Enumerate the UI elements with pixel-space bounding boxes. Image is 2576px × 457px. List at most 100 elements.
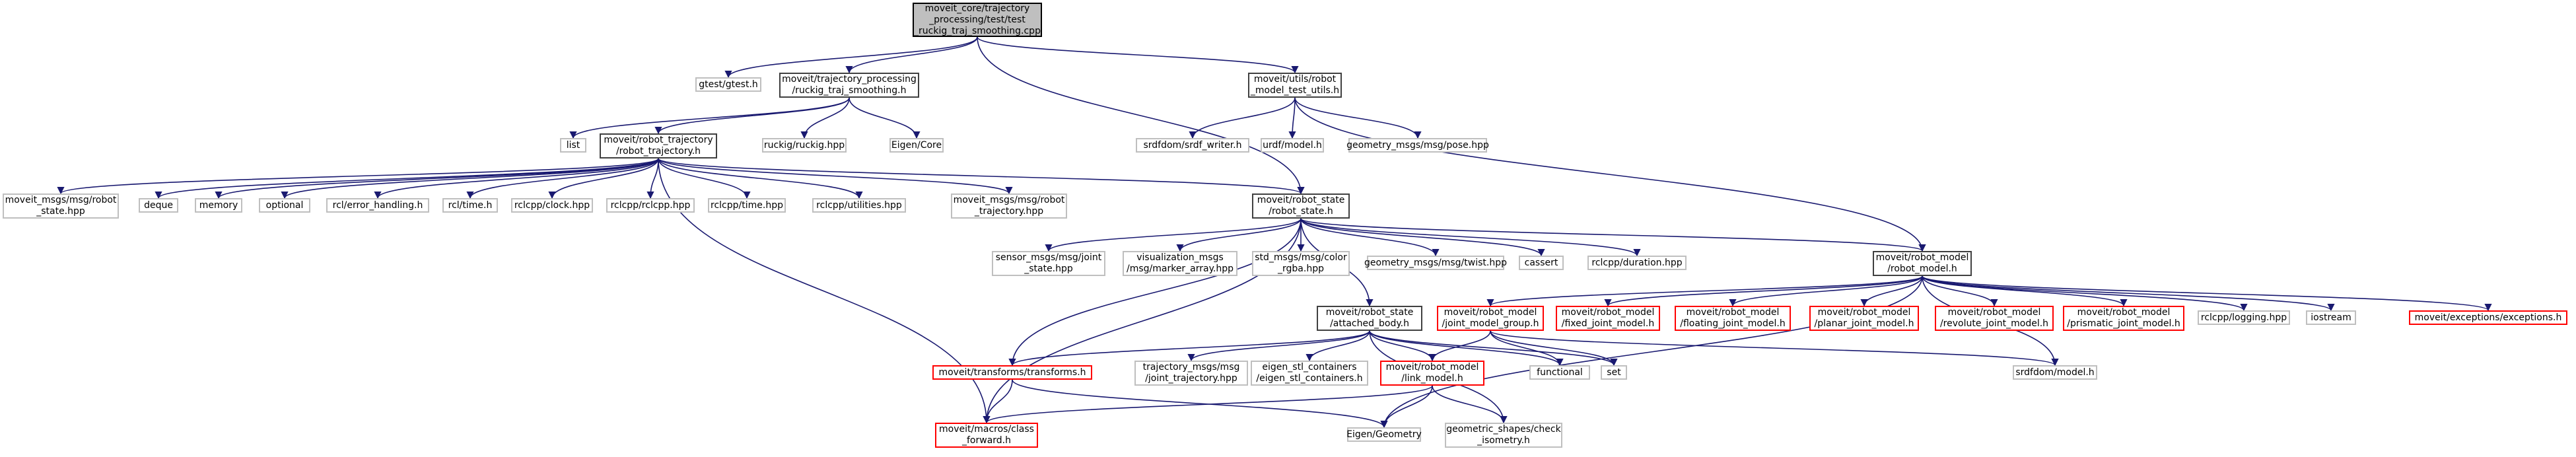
node-logging[interactable]: rclcpp/logging.hpp	[2198, 310, 2290, 325]
node-link-model[interactable]: moveit/robot_model/link_model.h	[1380, 361, 1484, 386]
node-rclcpp-time[interactable]: rclcpp/time.hpp	[708, 198, 786, 213]
node-srdf-writer[interactable]: srdfdom/srdf_writer.h	[1136, 138, 1249, 153]
node-eigen-core[interactable]: Eigen/Core	[889, 138, 944, 153]
node-srdf-model[interactable]: srdfdom/model.h	[2013, 365, 2097, 380]
node-rcl-time[interactable]: rcl/time.h	[442, 198, 498, 213]
node-label-line: moveit/robot_model	[1444, 307, 1537, 318]
node-color-rgba[interactable]: std_msgs/msg/color_rgba.hpp	[1252, 251, 1350, 276]
node-optional[interactable]: optional	[259, 198, 310, 213]
node-label-line: /revolute_joint_model.h	[1939, 318, 2049, 329]
node-joint-state[interactable]: sensor_msgs/msg/joint_state.hpp	[992, 251, 1105, 276]
node-class-forward[interactable]: moveit/macros/class_forward.h	[935, 423, 1038, 448]
node-label-line: moveit/robot_model	[1385, 362, 1479, 372]
edge-robot-model-to-planar-joint	[1860, 275, 1923, 307]
node-memory[interactable]: memory	[195, 198, 242, 213]
node-label-line: rclcpp/duration.hpp	[1591, 257, 1683, 268]
edge-test-utils-to-srdf-writer	[1189, 97, 1296, 139]
node-label-line: srdfdom/srdf_writer.h	[1143, 139, 1242, 151]
edge-robot-model-to-exceptions	[1922, 275, 2492, 312]
node-marker-array[interactable]: visualization_msgs/msg/marker_array.hpp	[1123, 251, 1237, 276]
edge-robot-trajectory-to-robot-state	[658, 158, 1305, 195]
node-check-isometry[interactable]: geometric_shapes/check_isometry.h	[1445, 423, 1562, 448]
node-test-utils[interactable]: moveit/utils/robot_model_test_utils.h	[1248, 73, 1342, 98]
node-ruckig-smoothing[interactable]: moveit/trajectory_processing/ruckig_traj…	[779, 73, 919, 98]
node-rcl-error[interactable]: rcl/error_handling.h	[326, 198, 429, 213]
node-eigen-stl[interactable]: eigen_stl_containers/eigen_stl_container…	[1251, 361, 1368, 386]
node-ruckig[interactable]: ruckig/ruckig.hpp	[762, 138, 847, 153]
node-label-line: /joint_model_group.h	[1442, 318, 1539, 329]
edge-joint-model-group-to-functional	[1490, 330, 1564, 367]
node-label-line: moveit_msgs/msg/robot	[5, 195, 117, 205]
edge-robot-trajectory-to-rclcpp-time	[658, 158, 751, 199]
edge-robot-trajectory-to-robot-state-msg	[57, 158, 659, 195]
node-label-line: visualization_msgs	[1136, 252, 1224, 263]
node-fixed-joint[interactable]: moveit/robot_model/fixed_joint_model.h	[1556, 306, 1660, 331]
node-joint-model-group[interactable]: moveit/robot_model/joint_model_group.h	[1437, 306, 1544, 331]
node-rclcpp-clock[interactable]: rclcpp/clock.hpp	[511, 198, 593, 213]
node-root[interactable]: moveit_core/trajectory_processing/test/t…	[913, 3, 1042, 37]
edge-root-to-robot-state	[977, 36, 1305, 195]
edge-robot-state-to-joint-state	[1045, 218, 1302, 252]
node-functional[interactable]: functional	[1529, 365, 1590, 380]
node-label-line: rclcpp/logging.hpp	[2200, 312, 2287, 323]
edge-robot-trajectory-to-robot-traj-msg	[658, 158, 1013, 195]
node-label-line: moveit/exceptions/exceptions.h	[2414, 312, 2562, 323]
node-list[interactable]: list	[560, 138, 586, 153]
node-iostream[interactable]: iostream	[2306, 310, 2356, 325]
node-transforms[interactable]: moveit/transforms/transforms.h	[932, 365, 1092, 380]
edge-robot-state-to-duration	[1300, 218, 1641, 257]
node-label-line: moveit/macros/class	[939, 424, 1034, 435]
node-robot-trajectory[interactable]: moveit/robot_trajectory/robot_trajectory…	[600, 133, 717, 158]
edge-robot-state-to-transforms	[1008, 218, 1302, 367]
edge-ruckig-smoothing-to-list	[569, 97, 850, 139]
node-robot-model[interactable]: moveit/robot_model/robot_model.h	[1873, 251, 1972, 276]
node-robot-state-msg[interactable]: moveit_msgs/msg/robot_state.hpp	[3, 193, 119, 219]
edge-test-utils-to-pose	[1294, 97, 1422, 139]
node-deque[interactable]: deque	[139, 198, 178, 213]
edge-robot-trajectory-to-rcl-error	[374, 158, 659, 199]
node-revolute-joint[interactable]: moveit/robot_model/revolute_joint_model.…	[1935, 306, 2054, 331]
node-robot-traj-msg[interactable]: moveit_msgs/msg/robot_trajectory.hpp	[951, 193, 1067, 219]
node-label-line: moveit/robot_state	[1325, 307, 1414, 318]
node-label-line: _state.hpp	[36, 206, 85, 217]
edge-root-to-test-utils	[977, 36, 1299, 74]
node-floating-joint[interactable]: moveit/robot_model/floating_joint_model.…	[1675, 306, 1791, 331]
node-label-line: rcl/error_handling.h	[332, 199, 423, 211]
node-label-line: cassert	[1524, 257, 1558, 268]
node-gtest[interactable]: gtest/gtest.h	[695, 77, 761, 92]
node-attached-body[interactable]: moveit/robot_state/attached_body.h	[1317, 306, 1422, 331]
node-label-line: rclcpp/time.hpp	[711, 199, 783, 211]
node-rclcpp-utilities[interactable]: rclcpp/utilities.hpp	[812, 198, 906, 213]
node-robot-state[interactable]: moveit/robot_state/robot_state.h	[1252, 193, 1350, 219]
node-label-line: urdf/model.h	[1263, 139, 1322, 151]
node-eigen-geometry[interactable]: Eigen/Geometry	[1346, 427, 1422, 442]
node-duration[interactable]: rclcpp/duration.hpp	[1587, 256, 1687, 270]
node-label-line: moveit/robot_trajectory	[604, 135, 713, 145]
edge-ruckig-smoothing-to-eigen-core	[849, 97, 921, 139]
node-label-line: moveit/robot_model	[1686, 307, 1780, 318]
node-twist[interactable]: geometry_msgs/msg/twist.hpp	[1364, 256, 1507, 270]
node-label-line: Eigen/Core	[891, 139, 942, 151]
node-exceptions[interactable]: moveit/exceptions/exceptions.h	[2409, 310, 2567, 325]
edge-robot-model-to-eigen-geometry	[1380, 275, 1923, 429]
node-set[interactable]: set	[1601, 365, 1627, 380]
node-label-line: _processing/test/test	[929, 14, 1026, 25]
node-joint-traj[interactable]: trajectory_msgs/msg/joint_trajectory.hpp	[1134, 361, 1248, 386]
node-label-line: deque	[144, 199, 173, 211]
node-prismatic-joint[interactable]: moveit/robot_model/prismatic_joint_model…	[2063, 306, 2184, 331]
edge-robot-trajectory-to-rclcpp-clock	[548, 158, 659, 199]
node-pose[interactable]: geometry_msgs/msg/pose.hpp	[1346, 138, 1489, 153]
node-urdf-model[interactable]: urdf/model.h	[1261, 138, 1324, 153]
node-cassert[interactable]: cassert	[1519, 256, 1564, 270]
node-label-line: _rgba.hpp	[1278, 264, 1324, 274]
node-label-line: _trajectory.hpp	[974, 206, 1044, 217]
node-label-line: rcl/time.h	[448, 199, 493, 211]
node-planar-joint[interactable]: moveit/robot_model/planar_joint_model.h	[1809, 306, 1919, 331]
edge-test-utils-to-urdf-model	[1288, 97, 1296, 139]
node-label-line: /joint_trajectory.hpp	[1145, 373, 1237, 384]
node-label-line: /planar_joint_model.h	[1814, 318, 1914, 329]
node-label-line: moveit/robot_model	[1947, 307, 2041, 318]
edge-robot-state-to-class-forward	[983, 218, 1302, 424]
node-rclcpp-rclcpp[interactable]: rclcpp/rclcpp.hpp	[606, 198, 695, 213]
